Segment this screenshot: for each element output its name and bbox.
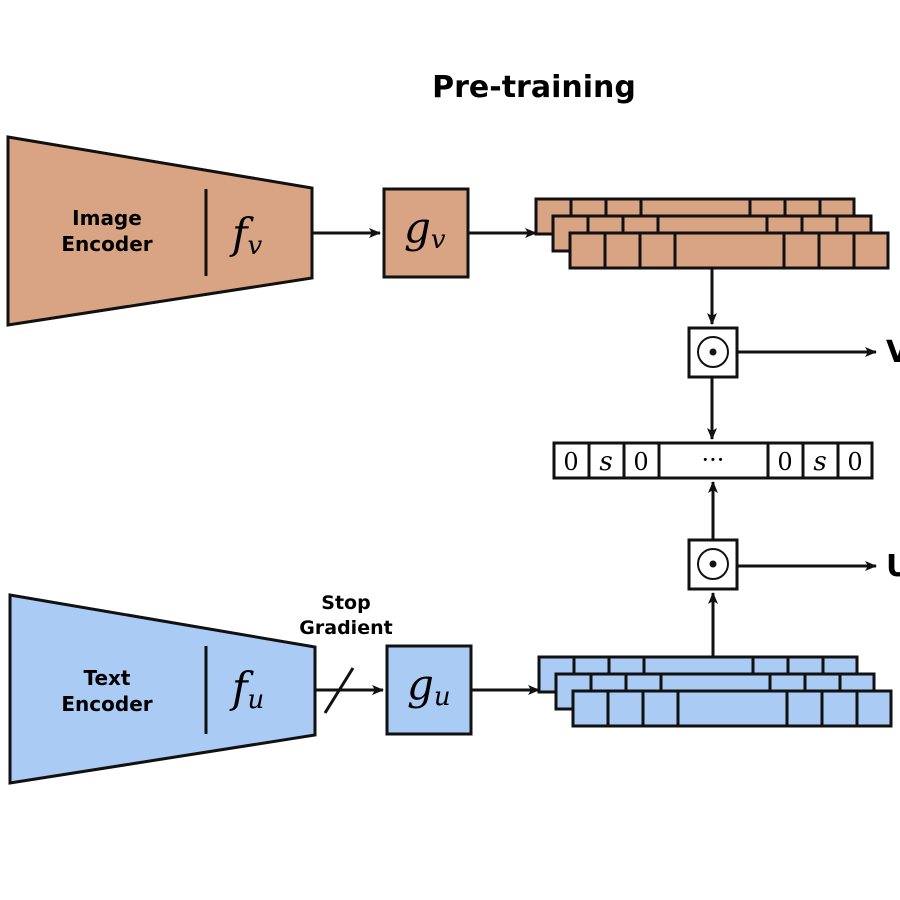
image-encoder-label-line1: Image bbox=[72, 206, 142, 230]
text-encoder-trapezoid bbox=[8, 593, 317, 785]
text-output-label: U bbox=[886, 549, 900, 584]
score-vector-outline bbox=[552, 441, 874, 480]
score-vector: 0 s 0 ··· 0 s 0 bbox=[552, 441, 874, 480]
score-cell: s bbox=[599, 447, 612, 477]
score-cell: 0 bbox=[777, 448, 792, 476]
score-cell: 0 bbox=[847, 448, 862, 476]
text-encoder-function: fu bbox=[229, 663, 264, 715]
score-cell: s bbox=[813, 447, 826, 477]
stop-gradient-label-line2: Gradient bbox=[299, 617, 392, 639]
text-branch: U Text Encoder fu Stop Gradient gu bbox=[8, 481, 900, 785]
text-embedding-layer-front bbox=[571, 689, 893, 728]
stop-gradient-label-line1: Stop bbox=[321, 592, 370, 614]
image-embedding-layer-front bbox=[568, 231, 890, 270]
stop-gradient-slash bbox=[323, 667, 355, 714]
score-cell-ellipsis: ··· bbox=[702, 446, 725, 474]
score-cell: 0 bbox=[633, 448, 648, 476]
image-projector-function: gv bbox=[404, 203, 446, 255]
text-encoder-label-line1: Text bbox=[83, 666, 130, 690]
image-branch: Image Encoder fv gv bbox=[6, 135, 900, 440]
image-embedding-stack bbox=[534, 197, 890, 270]
text-projector-box bbox=[385, 644, 473, 736]
text-encoder-label-line2: Encoder bbox=[61, 692, 152, 716]
image-encoder-label-line2: Encoder bbox=[61, 232, 152, 256]
image-output-label: V bbox=[886, 335, 900, 370]
score-cell: 0 bbox=[563, 448, 578, 476]
image-encoder-trapezoid bbox=[6, 135, 314, 327]
text-projector-function: gu bbox=[407, 660, 451, 712]
diagram-title: Pre-training bbox=[432, 70, 636, 105]
text-embedding-stack bbox=[537, 655, 893, 728]
